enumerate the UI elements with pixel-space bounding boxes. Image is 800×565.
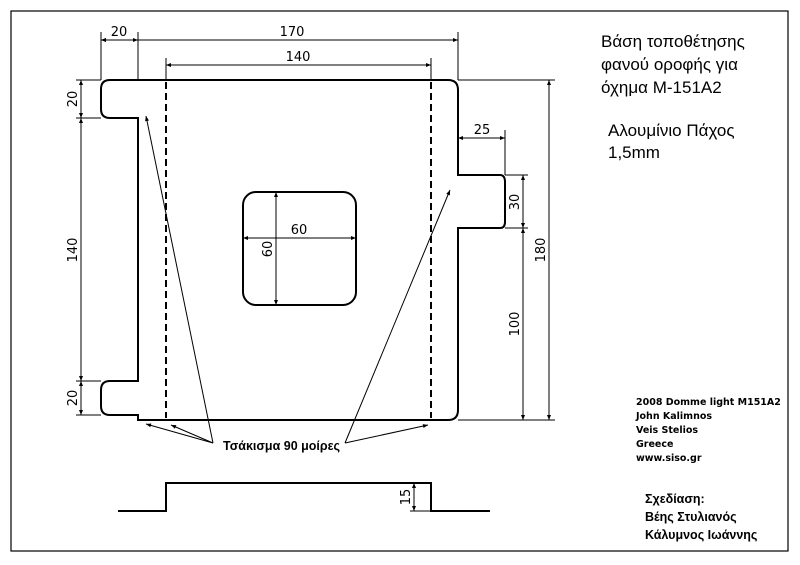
design-label: Σχεδίαση: — [645, 492, 705, 506]
dim-inner-width: 140 — [286, 50, 311, 65]
credit-line: Greece — [636, 439, 673, 450]
title-line-2: φανού οροφής για — [601, 55, 738, 74]
credit-line: Veis Stelios — [636, 425, 698, 436]
dim-top-tab-height: 20 — [66, 91, 81, 108]
dim-right-tab-height: 30 — [508, 194, 523, 211]
dim-right-offset: 100 — [508, 312, 523, 337]
dim-bottom-tab-height: 20 — [66, 390, 81, 407]
page-border — [10, 10, 789, 552]
dim-hole-width: 60 — [291, 223, 308, 238]
dim-fold-height: 15 — [399, 489, 414, 506]
title-line-3: όχημα M-151A2 — [601, 78, 722, 97]
dim-tab-width: 20 — [111, 25, 128, 40]
title-line-1: Βάση τοποθέτησης — [601, 32, 745, 51]
side-view-profile — [118, 482, 490, 512]
dim-left-span: 140 — [66, 238, 81, 263]
dim-right-tab-width: 25 — [474, 123, 491, 138]
material-line-2: 1,5mm — [608, 143, 660, 162]
plate-outline — [100, 79, 506, 421]
center-hole — [242, 191, 357, 306]
fold-note: Τσάκισμα 90 μοίρες — [223, 439, 340, 453]
design-author-2: Κάλυμνος Ιωάννης — [645, 528, 757, 542]
dim-overall-width: 170 — [280, 25, 305, 40]
dim-hole-height: 60 — [261, 241, 276, 258]
material-line-1: Αλουμίνιο Πάχος — [608, 121, 735, 140]
credit-line: www.siso.gr — [636, 453, 702, 464]
credit-line: John Kalimnos — [635, 411, 712, 422]
credit-line: 2008 Domme light M151A2 — [636, 397, 781, 408]
dim-overall-height: 180 — [534, 238, 549, 263]
design-author-1: Βέης Στυλιανός — [645, 510, 737, 524]
